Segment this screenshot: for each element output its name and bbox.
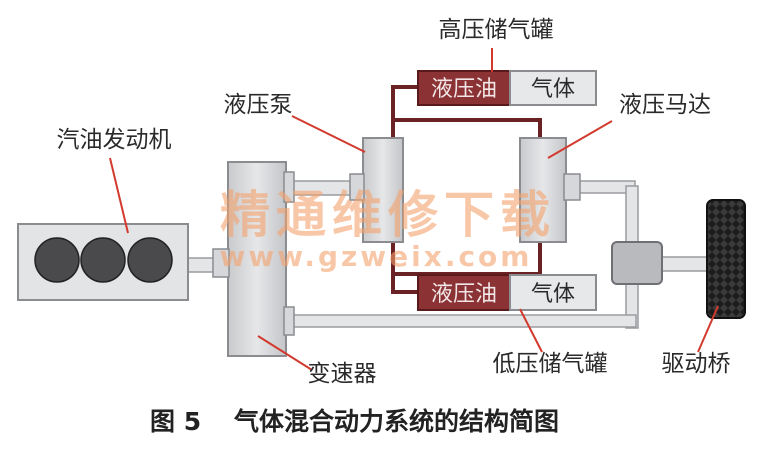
high-tank-oil-label: 液压油 [431,77,497,102]
label-high-pressure-tank: 高压储气罐 [439,17,554,43]
label-drive-axle: 驱动桥 [662,351,731,377]
leader-lines [109,48,719,371]
label-gearbox: 变速器 [308,361,377,387]
hydraulic-motor [519,137,581,243]
figure-number: 图 5 [150,407,201,436]
gearbox [212,161,295,357]
label-pump: 液压泵 [224,92,293,118]
label-engine: 汽油发动机 [57,127,172,153]
figure-caption: 气体混合动力系统的结构简图 [233,407,559,436]
high-tank-gas-label: 气体 [531,77,575,102]
watermark-text: 精通维修下载 [220,185,556,244]
shafts [187,180,713,329]
high-pressure-tank: 液压油 气体 [417,70,597,106]
drive-axle [611,199,746,319]
label-low-pressure-tank: 低压储气罐 [493,351,608,377]
watermark-url: www.gzweix.com [220,240,533,273]
engine-block [17,223,189,301]
low-tank-gas-label: 气体 [531,282,575,307]
label-motor: 液压马达 [619,92,711,118]
low-tank-oil-label: 液压油 [431,282,497,307]
hydraulic-pump [349,137,404,243]
low-pressure-tank: 液压油 气体 [417,274,597,311]
